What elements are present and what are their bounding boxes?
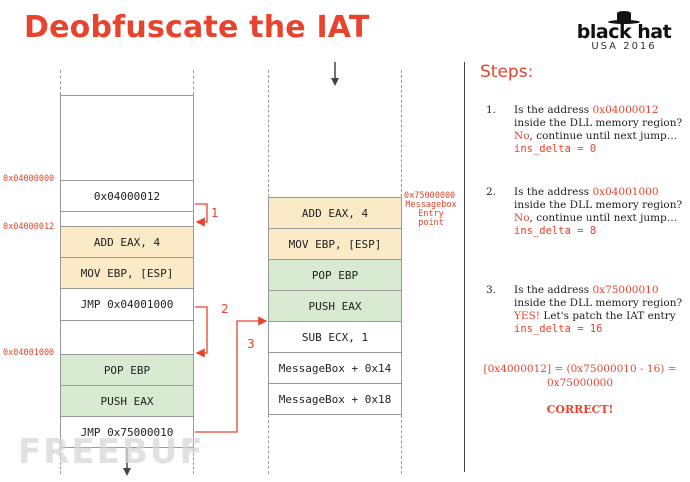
memory-cell: ADD EAX, 4	[61, 226, 193, 258]
hat-icon	[608, 11, 640, 24]
memory-cell: MessageBox + 0x14	[269, 352, 401, 384]
step-3: 3. Is the address 0x75000010 inside the …	[480, 284, 685, 354]
step-text: Is the address 0x04001000 inside the DLL…	[514, 186, 683, 237]
steps-title: Steps:	[480, 62, 534, 82]
right-guide-right-top	[401, 70, 402, 197]
memory-cell: JMP 0x04001000	[61, 288, 193, 321]
memory-cell: ADD EAX, 4	[269, 197, 401, 229]
address-label: 0x04001000	[3, 348, 55, 358]
memory-cell: MOV EBP, [ESP]	[269, 228, 401, 260]
arrow-1	[195, 203, 208, 227]
blackhat-logo: black hat USA 2016	[574, 10, 674, 52]
memory-cell: JMP 0x75000010	[61, 416, 193, 448]
entry-point-label: Messagebox Entry point	[405, 200, 457, 228]
ins-delta: ins_delta = 16	[514, 323, 603, 335]
right-guide-left-bottom	[268, 415, 269, 474]
ins-delta: ins_delta = 8	[514, 225, 597, 237]
arrow-label: 1	[211, 206, 219, 220]
step-number: 1.	[486, 104, 497, 116]
memory-cell: 0x04000012	[61, 180, 193, 212]
arrow-3	[195, 316, 268, 433]
left-guide-right-bottom	[193, 448, 194, 474]
memory-cell: POP EBP	[269, 259, 401, 291]
watermark: FREEBUF	[18, 432, 205, 472]
arrow-label: 3	[247, 337, 255, 351]
logo-brand: black hat	[576, 21, 672, 43]
address-label: 0x04000000	[3, 174, 55, 184]
left-memory-column	[60, 95, 194, 448]
memory-cell: MessageBox + 0x18	[269, 383, 401, 415]
step-number: 3.	[486, 284, 497, 296]
ins-delta: ins_delta = 0	[514, 143, 597, 155]
memory-cell: PUSH EAX	[61, 385, 193, 417]
left-guide-left-bottom	[60, 448, 61, 474]
result-label: CORRECT!	[546, 403, 614, 416]
memory-cell	[61, 320, 193, 355]
step-text: Is the address 0x75000010 inside the DLL…	[514, 284, 683, 335]
logo-event: USA 2016	[591, 41, 657, 52]
memory-cell: MOV EBP, [ESP]	[61, 257, 193, 289]
arrow-2	[195, 306, 208, 358]
page-title: Deobfuscate the IAT	[24, 10, 370, 45]
address-label: 0x04000012	[3, 222, 55, 232]
step-2: 2. Is the address 0x04001000 inside the …	[480, 186, 685, 256]
memory-cell: SUB ECX, 1	[269, 321, 401, 353]
patch-formula: [0x4000012] = (0x75000010 - 16) = 0x7500…	[483, 363, 677, 389]
address-label: 0x75000000	[404, 191, 456, 201]
step-number: 2.	[486, 186, 497, 198]
left-guide-left-top	[60, 70, 61, 95]
right-guide-right-bottom	[401, 415, 402, 474]
step-1: 1. Is the address 0x04000012 inside the …	[480, 104, 685, 174]
arrow-label: 2	[221, 302, 229, 316]
memory-cell: PUSH EAX	[269, 290, 401, 322]
memory-cell	[61, 95, 193, 180]
memory-cell	[61, 211, 193, 227]
right-guide-left-top	[268, 70, 269, 197]
left-guide-right-top	[193, 70, 194, 95]
vertical-separator	[464, 62, 465, 472]
memory-cell: POP EBP	[61, 354, 193, 386]
right-memory-column	[268, 197, 402, 415]
step-text: Is the address 0x04000012 inside the DLL…	[514, 104, 683, 155]
